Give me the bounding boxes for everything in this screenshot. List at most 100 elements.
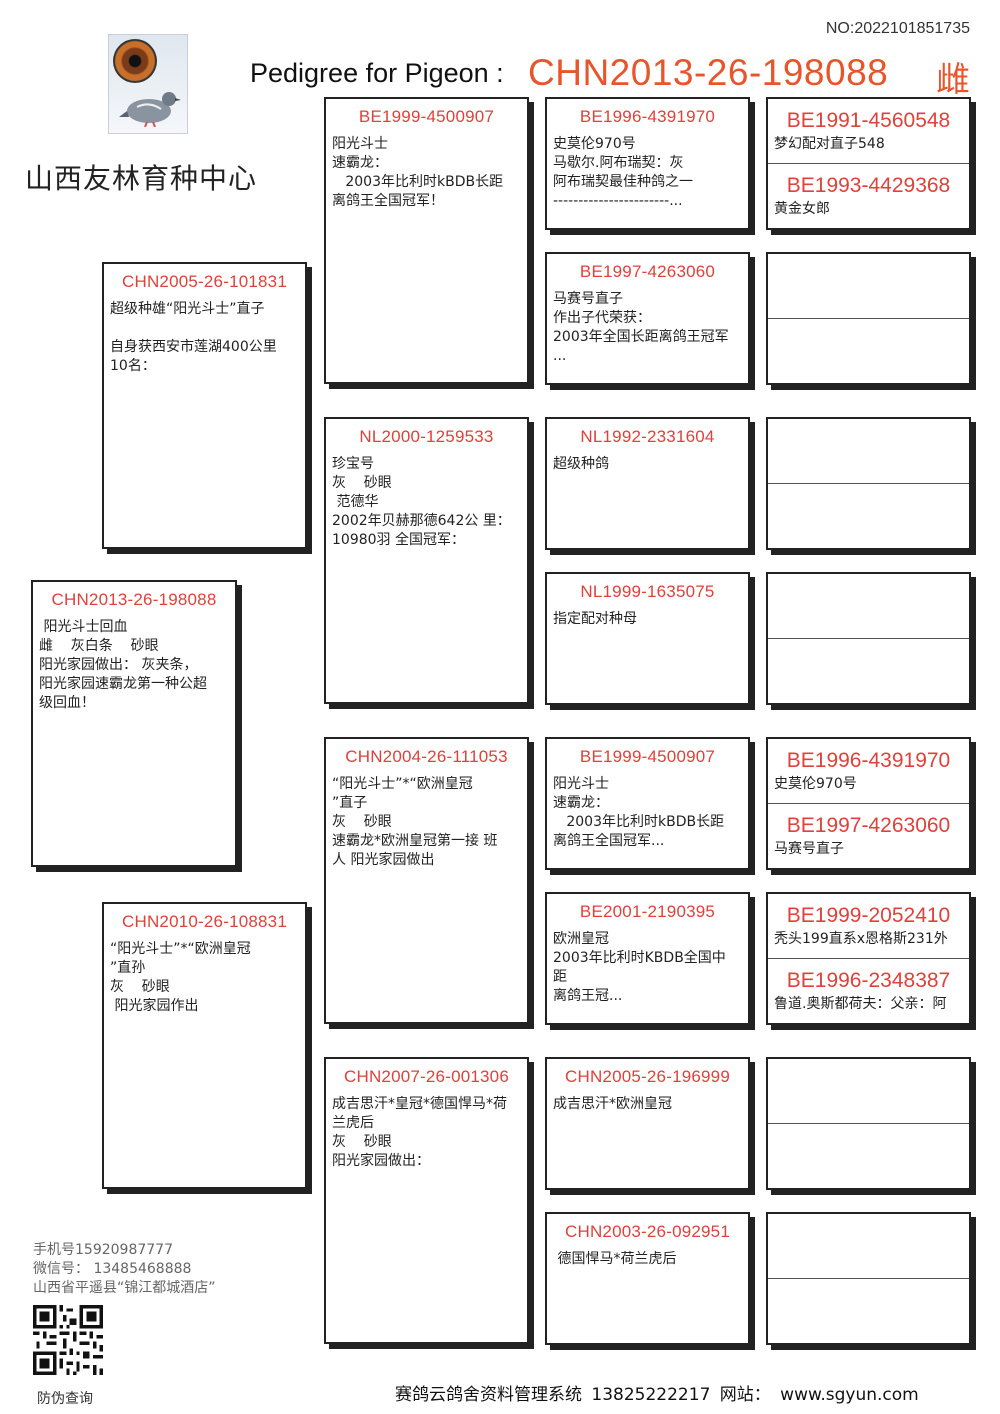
ancestor-sire-slot[interactable]	[768, 1214, 969, 1279]
pedigree-title: Pedigree for Pigeon : CHN2013-26-198088 …	[250, 52, 980, 100]
great-grandparent-desc: 史莫伦970号 马歇尔.阿布瑞契：灰 阿布瑞契最佳种鸽之一 ----------…	[553, 136, 693, 209]
document-number: NO:2022101851735	[825, 20, 970, 37]
sire-card[interactable]: CHN2005-26-101831 超级种雄“阳光斗士”直子 自身获西安市莲湖4…	[102, 262, 307, 549]
ancestor-ring: BE1991-4560548	[786, 109, 951, 132]
ancestor-desc	[768, 429, 969, 431]
grandparent-card[interactable]: CHN2007-26-001306 成吉思汗*皇冠*德国悍马*荷 兰虎后 灰 砂…	[324, 1057, 529, 1344]
title-prefix: Pedigree for Pigeon :	[250, 58, 504, 88]
ancestor-pair-card[interactable]: BE1996-4391970 史莫伦970号 BE1997-4263060 马赛…	[766, 737, 971, 870]
qr-code-icon[interactable]	[33, 1305, 103, 1375]
ancestor-sire-slot[interactable]	[768, 574, 969, 639]
ancestor-desc	[768, 649, 969, 651]
qr-label: 防伪查询	[37, 1391, 93, 1407]
contact-wechat: 微信号： 13485468888	[33, 1261, 192, 1277]
pigeon-icon	[119, 92, 181, 127]
ancestor-desc	[768, 1224, 969, 1226]
ancestor-dam-slot[interactable]: BE1996-2348387 鲁道.奥斯都荷夫：父亲：阿	[768, 959, 969, 1024]
grandparent-ring: CHN2004-26-111053	[345, 747, 508, 766]
great-grandparent-card[interactable]: BE1996-4391970 史莫伦970号 马歇尔.阿布瑞契：灰 阿布瑞契最佳…	[545, 97, 750, 230]
sire-ring: CHN2005-26-101831	[121, 272, 287, 291]
ancestor-dam-slot[interactable]	[768, 484, 969, 549]
ancestor-desc	[768, 1134, 969, 1136]
sire-desc: 超级种雄“阳光斗士”直子 自身获西安市莲湖400公里 10名：	[110, 301, 277, 374]
contact-phone: 手机号15920987777	[33, 1242, 173, 1258]
ancestor-sire-slot[interactable]	[768, 419, 969, 484]
ancestor-sire-slot[interactable]	[768, 1059, 969, 1124]
great-grandparent-ring: NL1999-1635075	[580, 582, 715, 601]
ancestor-desc: 秃头199直系x恩格斯231外	[774, 931, 948, 947]
great-grandparent-desc: 阳光斗士 速霸龙： 2003年比利时kBDB长距 离鸽王全国冠军...	[553, 776, 725, 849]
ancestor-sire-slot[interactable]	[768, 254, 969, 319]
organization-name: 山西友林育种中心	[25, 162, 258, 195]
ancestor-pair-card[interactable]	[766, 572, 971, 705]
ancestor-sire-slot[interactable]: BE1999-2052410 秃头199直系x恩格斯231外	[768, 894, 969, 959]
great-grandparent-ring: BE2001-2190395	[579, 902, 716, 921]
title-ring-number: CHN2013-26-198088	[528, 52, 889, 93]
ancestor-desc: 马赛号直子	[774, 840, 844, 857]
great-grandparent-ring: NL1992-2331604	[580, 427, 715, 446]
grandparent-desc: 阳光斗士 速霸龙： 2003年比利时kBDB长距 离鸽王全国冠军！	[332, 136, 504, 209]
ancestor-dam-slot[interactable]	[768, 639, 969, 704]
contact-address: 山西省平遥县“锦江都城酒店”	[33, 1280, 216, 1296]
great-grandparent-card[interactable]: BE1999-4500907 阳光斗士 速霸龙： 2003年比利时kBDB长距 …	[545, 737, 750, 870]
ancestor-desc	[768, 1289, 969, 1291]
ancestor-desc	[768, 1069, 969, 1071]
grandparent-card[interactable]: NL2000-1259533 珍宝号 灰 砂眼 范德华 2002年贝赫那德642…	[324, 417, 529, 704]
great-grandparent-ring: CHN2005-26-196999	[564, 1067, 730, 1086]
dam-desc: “阳光斗士”*“欧洲皇冠 ”直孙 灰 砂眼 阳光家园作出	[110, 941, 251, 1014]
great-grandparent-ring: BE1999-4500907	[579, 747, 716, 766]
ancestor-dam-slot[interactable]: BE1993-4429368 黄金女郎	[768, 164, 969, 229]
great-grandparent-desc: 超级种鸽	[553, 456, 609, 472]
grandparent-ring: NL2000-1259533	[359, 427, 494, 446]
ancestor-pair-card[interactable]: BE1991-4560548 梦幻配对直子548 BE1993-4429368 …	[766, 97, 971, 230]
ancestor-ring: BE1999-2052410	[786, 904, 951, 927]
ancestor-desc	[768, 584, 969, 586]
ancestor-desc: 鲁道.奥斯都荷夫：父亲：阿	[774, 995, 947, 1012]
ancestor-ring: BE1996-4391970	[786, 749, 951, 772]
ancestor-pair-card[interactable]	[766, 1057, 971, 1190]
grandparent-desc: “阳光斗士”*“欧洲皇冠 ”直子 灰 砂眼 速霸龙*欧洲皇冠第一接 班 人 阳光…	[332, 776, 498, 868]
ancestor-desc: 史莫伦970号	[774, 776, 857, 792]
ancestor-dam-slot[interactable]	[768, 1124, 969, 1189]
subject-card[interactable]: CHN2013-26-198088 阳光斗士回血 雌 灰白条 砂眼 阳光家园做出…	[31, 580, 237, 867]
great-grandparent-card[interactable]: BE2001-2190395 欧洲皇冠 2003年比利时KBDB全国中 距 离鸽…	[545, 892, 750, 1025]
logo	[108, 34, 188, 134]
ancestor-pair-card[interactable]	[766, 252, 971, 385]
pigeon-eye-icon	[113, 39, 157, 83]
great-grandparent-desc: 德国悍马*荷兰虎后	[553, 1251, 677, 1267]
grandparent-ring: BE1999-4500907	[358, 107, 495, 126]
ancestor-pair-card[interactable]	[766, 1212, 971, 1345]
ancestor-dam-slot[interactable]	[768, 319, 969, 384]
ancestor-desc	[768, 329, 969, 331]
ancestor-dam-slot[interactable]: BE1997-4263060 马赛号直子	[768, 804, 969, 869]
great-grandparent-desc: 欧洲皇冠 2003年比利时KBDB全国中 距 离鸽王冠...	[553, 931, 726, 1004]
great-grandparent-card[interactable]: CHN2003-26-092951 德国悍马*荷兰虎后	[545, 1212, 750, 1345]
dam-ring: CHN2010-26-108831	[121, 912, 287, 931]
great-grandparent-ring: BE1996-4391970	[579, 107, 716, 126]
ancestor-dam-slot[interactable]	[768, 1279, 969, 1344]
great-grandparent-card[interactable]: NL1999-1635075 指定配对种母	[545, 572, 750, 705]
ancestor-desc: 黄金女郎	[774, 200, 830, 217]
title-sex: 雌	[936, 60, 970, 100]
ancestor-sire-slot[interactable]: BE1996-4391970 史莫伦970号	[768, 739, 969, 804]
great-grandparent-ring: CHN2003-26-092951	[564, 1222, 730, 1241]
great-grandparent-desc: 指定配对种母	[553, 611, 637, 627]
grandparent-desc: 珍宝号 灰 砂眼 范德华 2002年贝赫那德642公 里： 10980羽 全国冠…	[332, 456, 511, 548]
dam-card[interactable]: CHN2010-26-108831 “阳光斗士”*“欧洲皇冠 ”直孙 灰 砂眼 …	[102, 902, 307, 1189]
contact-info: 手机号15920987777 微信号： 13485468888 山西省平遥县“锦…	[33, 1241, 216, 1298]
grandparent-desc: 成吉思汗*皇冠*德国悍马*荷 兰虎后 灰 砂眼 阳光家园做出：	[332, 1096, 507, 1169]
great-grandparent-card[interactable]: CHN2005-26-196999 成吉思汗*欧洲皇冠	[545, 1057, 750, 1190]
subject-desc: 阳光斗士回血 雌 灰白条 砂眼 阳光家园做出： 灰夹条， 阳光家园速霸龙第一种公…	[39, 619, 207, 711]
great-grandparent-card[interactable]: NL1992-2331604 超级种鸽	[545, 417, 750, 550]
ancestor-pair-card[interactable]: BE1999-2052410 秃头199直系x恩格斯231外 BE1996-23…	[766, 892, 971, 1025]
ancestor-pair-card[interactable]	[766, 417, 971, 550]
grandparent-card[interactable]: CHN2004-26-111053 “阳光斗士”*“欧洲皇冠 ”直子 灰 砂眼 …	[324, 737, 529, 1024]
great-grandparent-ring: BE1997-4263060	[579, 262, 716, 281]
great-grandparent-desc: 成吉思汗*欧洲皇冠	[553, 1096, 672, 1112]
ancestor-desc	[768, 264, 969, 266]
ancestor-sire-slot[interactable]: BE1991-4560548 梦幻配对直子548	[768, 99, 969, 164]
grandparent-card[interactable]: BE1999-4500907 阳光斗士 速霸龙： 2003年比利时kBDB长距 …	[324, 97, 529, 384]
subject-ring: CHN2013-26-198088	[51, 590, 217, 609]
great-grandparent-card[interactable]: BE1997-4263060 马赛号直子 作出子代荣获： 2003年全国长距离鸽…	[545, 252, 750, 385]
ancestor-ring: BE1993-4429368	[786, 173, 951, 197]
